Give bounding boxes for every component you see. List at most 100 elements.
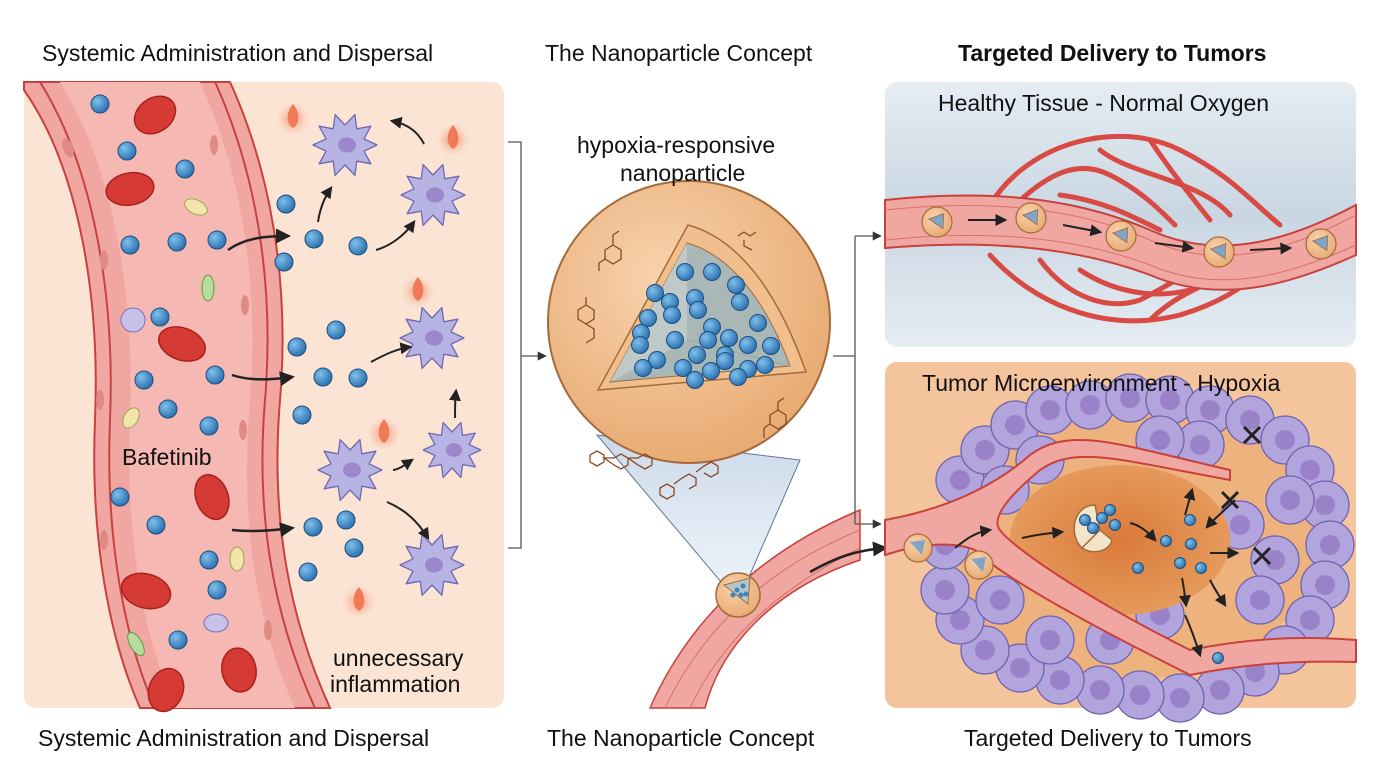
cell-death-marks bbox=[1220, 425, 1272, 566]
drug-molecule bbox=[727, 276, 745, 294]
drug-molecule bbox=[702, 362, 720, 380]
inflammation-icons bbox=[275, 99, 471, 618]
nanoparticle-label-line2: nanoparticle bbox=[620, 160, 746, 186]
drug-molecule bbox=[689, 301, 707, 319]
drug-molecule bbox=[762, 337, 780, 355]
header-targeted: Targeted Delivery to Tumors bbox=[958, 40, 1267, 66]
drug-molecule bbox=[1132, 562, 1144, 574]
released-bafetinib bbox=[1079, 504, 1224, 664]
drug-molecule bbox=[666, 331, 684, 349]
drug-molecule bbox=[756, 356, 774, 374]
drug-molecule bbox=[117, 141, 137, 161]
drug-molecule bbox=[313, 367, 333, 387]
drug-molecule bbox=[703, 263, 721, 281]
footer-targeted: Targeted Delivery to Tumors bbox=[964, 725, 1252, 751]
drug-molecule bbox=[276, 194, 296, 214]
drug-molecule bbox=[298, 562, 318, 582]
drug-molecule bbox=[699, 331, 717, 349]
healthy-tissue-panel bbox=[884, 82, 1357, 347]
immune-cell bbox=[399, 533, 465, 597]
flame-icon bbox=[341, 582, 377, 618]
tumor-blood-vessel bbox=[884, 439, 1357, 677]
drug-molecule bbox=[674, 359, 692, 377]
tumor-cell bbox=[1235, 575, 1285, 625]
nanoparticle-label-line1: hypoxia-responsive bbox=[577, 132, 776, 158]
header-nanoparticle: The Nanoparticle Concept bbox=[545, 40, 813, 66]
tumor-cell bbox=[1105, 373, 1155, 423]
middle-panel bbox=[547, 180, 888, 709]
tumor-cell bbox=[1115, 670, 1165, 720]
drug-molecule bbox=[648, 351, 666, 369]
drug-molecule bbox=[134, 370, 154, 390]
drug-molecule bbox=[716, 352, 734, 370]
platelet bbox=[229, 546, 245, 572]
flame-icon bbox=[275, 99, 311, 135]
platelet bbox=[122, 407, 140, 429]
footer-nanoparticle: The Nanoparticle Concept bbox=[547, 725, 815, 751]
tumor-nanoparticles bbox=[903, 504, 1113, 580]
tumor-cell bbox=[1305, 520, 1355, 570]
drug-molecule bbox=[207, 230, 227, 250]
leukocyte bbox=[120, 307, 146, 333]
immune-cell bbox=[400, 163, 466, 227]
nanoparticle bbox=[1203, 236, 1235, 268]
flame-icon bbox=[366, 414, 402, 450]
connector-bracket-left bbox=[508, 141, 547, 549]
leukocyte bbox=[203, 613, 229, 633]
drug-molecule bbox=[1185, 538, 1197, 550]
drug-molecule bbox=[199, 550, 219, 570]
bacterium bbox=[201, 274, 215, 302]
drug-molecule bbox=[646, 284, 664, 302]
drug-molecule bbox=[175, 159, 195, 179]
drug-molecule bbox=[199, 416, 219, 436]
drug-molecule bbox=[292, 405, 312, 425]
tumor-cell bbox=[975, 575, 1025, 625]
flame-icon bbox=[435, 120, 471, 156]
drug-molecule bbox=[158, 399, 178, 419]
x-icon bbox=[1252, 546, 1272, 566]
healthy-tissue-title: Healthy Tissue - Normal Oxygen bbox=[938, 90, 1270, 116]
nanoparticle bbox=[1105, 220, 1137, 252]
drug-molecule bbox=[720, 329, 738, 347]
tumor-cell bbox=[920, 565, 970, 615]
drug-molecule bbox=[663, 306, 681, 324]
drug-molecule bbox=[731, 293, 749, 311]
drug-molecule bbox=[303, 517, 323, 537]
drug-molecule bbox=[1087, 522, 1099, 534]
header-systemic: Systemic Administration and Dispersal bbox=[42, 40, 434, 66]
tumor-cell bbox=[1025, 385, 1075, 435]
tumor-cell bbox=[1065, 380, 1115, 430]
drug-molecule bbox=[304, 229, 324, 249]
tumor-cell bbox=[1250, 535, 1300, 585]
nanoparticle-small bbox=[715, 572, 761, 618]
drug-molecule bbox=[639, 309, 657, 327]
nanoparticle bbox=[1015, 202, 1047, 234]
circulating-nanoparticles bbox=[921, 202, 1337, 268]
drug-molecule bbox=[205, 365, 225, 385]
drug-molecule bbox=[1104, 504, 1116, 516]
drug-molecule bbox=[1096, 512, 1108, 524]
drug-molecule bbox=[150, 307, 170, 327]
drug-molecule bbox=[167, 232, 187, 252]
nanoparticle bbox=[921, 206, 953, 238]
immune-cell bbox=[317, 438, 383, 502]
tumor-cell bbox=[1175, 420, 1225, 470]
drug-molecule bbox=[274, 252, 294, 272]
drug-molecule bbox=[1160, 535, 1172, 547]
drug-molecule bbox=[1184, 514, 1196, 526]
tumor-title: Tumor Microenvironment - Hypoxia bbox=[922, 370, 1281, 396]
drug-molecule bbox=[1212, 652, 1224, 664]
x-icon bbox=[1220, 490, 1240, 510]
drug-molecule bbox=[631, 336, 649, 354]
drug-molecule bbox=[688, 346, 706, 364]
encapsulated-bafetinib bbox=[631, 263, 780, 389]
platelet bbox=[184, 198, 208, 216]
left-panel bbox=[23, 81, 547, 713]
drug-molecule bbox=[207, 580, 227, 600]
connector-bracket-right bbox=[809, 231, 888, 574]
tumor-cell bbox=[1025, 615, 1075, 665]
immune-cells bbox=[312, 113, 482, 597]
drug-molecule bbox=[686, 371, 704, 389]
drug-molecule bbox=[90, 94, 110, 114]
